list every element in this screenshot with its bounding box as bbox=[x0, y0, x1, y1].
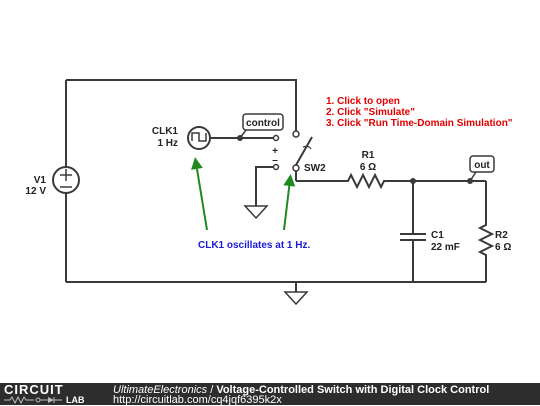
out-node-tag[interactable]: out bbox=[469, 155, 495, 182]
ground-symbol bbox=[243, 205, 269, 220]
sw2-plus-label: + bbox=[272, 146, 278, 157]
clk1-annotation-text: CLK1 oscillates at 1 Hz. bbox=[198, 240, 310, 251]
instruction-step-1: 1. Click to open bbox=[326, 96, 400, 107]
annotation-arrow-sw2 bbox=[283, 174, 296, 231]
title-separator: / bbox=[207, 384, 217, 396]
instruction-step-2: 2. Click "Simulate" bbox=[326, 107, 415, 118]
logo-text-lab: LAB bbox=[66, 395, 85, 405]
v1-voltage-source[interactable] bbox=[52, 166, 80, 194]
junction-dot bbox=[410, 178, 416, 184]
clk1-name-label: CLK1 bbox=[152, 126, 179, 137]
c1-name-label: C1 bbox=[431, 230, 444, 241]
instruction-step-3: 3. Click "Run Time-Domain Simulation" bbox=[326, 118, 513, 129]
logo-text-circuit: CIRCUIT bbox=[4, 382, 64, 397]
clk1-value-label: 1 Hz bbox=[157, 138, 178, 149]
sw2-minus-label: – bbox=[272, 155, 278, 166]
footer-title-line: UltimateElectronics / Voltage-Controlled… bbox=[113, 384, 489, 396]
v1-name-label: V1 bbox=[34, 175, 47, 186]
r1-resistor[interactable] bbox=[344, 172, 386, 190]
clk1-clock-source[interactable] bbox=[187, 126, 211, 150]
footer-bar: CIRCUIT LAB UltimateElectronics / Voltag… bbox=[0, 382, 540, 406]
c1-value-label: 22 mF bbox=[431, 242, 460, 253]
r2-resistor[interactable] bbox=[477, 222, 495, 258]
out-tag-label: out bbox=[474, 160, 490, 171]
sw2-voltage-controlled-switch[interactable] bbox=[272, 130, 313, 181]
ground-symbol bbox=[283, 291, 309, 306]
r1-value-label: 6 Ω bbox=[360, 162, 376, 173]
r1-name-label: R1 bbox=[362, 150, 375, 161]
circuit-url-link[interactable]: http://circuitlab.com/cq4jqf6395k2x bbox=[113, 394, 282, 406]
r2-name-label: R2 bbox=[495, 230, 508, 241]
control-tag-label: control bbox=[246, 118, 280, 129]
c1-capacitor[interactable] bbox=[400, 233, 426, 241]
sw2-name-label: SW2 bbox=[304, 163, 326, 174]
wire-network bbox=[65, 79, 487, 292]
annotation-arrow-clk1 bbox=[191, 157, 208, 231]
author-link[interactable]: UltimateElectronics bbox=[113, 384, 208, 396]
circuitlab-logo[interactable]: CIRCUIT LAB bbox=[4, 382, 96, 405]
v1-value-label: 12 V bbox=[25, 186, 46, 197]
control-node-tag[interactable]: control bbox=[239, 113, 284, 139]
r2-value-label: 6 Ω bbox=[495, 242, 511, 253]
logo-circuit-traces-icon bbox=[4, 395, 62, 405]
circuit-title-link[interactable]: Voltage-Controlled Switch with Digital C… bbox=[216, 384, 490, 396]
